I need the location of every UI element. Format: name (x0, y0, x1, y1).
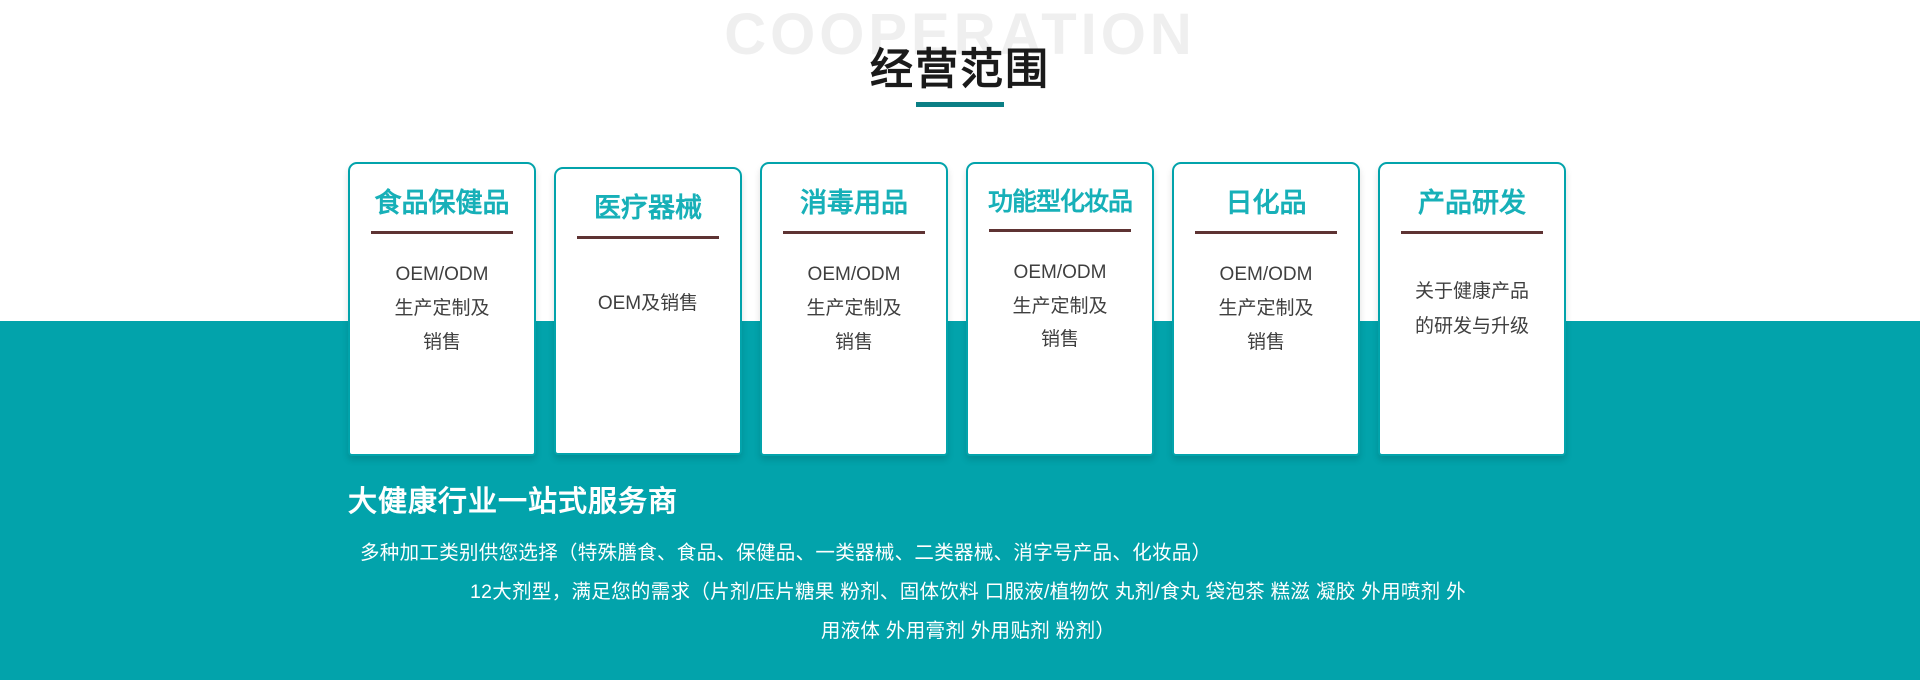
title-underline (916, 102, 1004, 108)
card-title: 产品研发 (1418, 188, 1526, 218)
scope-card-food-health[interactable]: 食品保健品 OEM/ODM 生产定制及 销售 (348, 162, 536, 456)
slogan-text: 大健康行业一站式服务商 (348, 486, 679, 518)
card-body-line: OEM及销售 (597, 293, 699, 315)
card-title: 日化品 (1225, 188, 1307, 218)
section-header: COOPERATION 经营范围 (0, 0, 1920, 150)
card-divider (577, 236, 719, 240)
card-body-line: OEM/ODM (1219, 264, 1313, 286)
card-body-line: OEM/ODM (1013, 261, 1107, 283)
scope-card-functional-cosmetics[interactable]: 功能型化妆品 OEM/ODM 生产定制及 销售 (966, 162, 1154, 456)
page-title-wrap: 经营范围 (0, 46, 1920, 108)
card-body: OEM/ODM 生产定制及 销售 (978, 256, 1142, 357)
page-title: 经营范围 (870, 46, 1050, 94)
card-body-line: OEM/ODM (395, 264, 489, 286)
watermark-text: COOPERATION (724, 2, 1196, 67)
card-body-line: 的研发与升级 (1414, 316, 1529, 338)
description-line: 用液体 外用膏剂 外用贴剂 粉剂） (820, 620, 1116, 643)
card-divider (1195, 231, 1337, 235)
card-divider (1401, 231, 1543, 235)
card-body-line: 关于健康产品 (1414, 281, 1529, 303)
card-title: 消毒用品 (800, 188, 908, 218)
card-body-line: OEM/ODM (807, 264, 901, 286)
card-title: 食品保健品 (374, 188, 510, 218)
scope-card-daily-chemicals[interactable]: 日化品 OEM/ODM 生产定制及 销售 (1172, 162, 1360, 456)
card-body: OEM/ODM 生产定制及 销售 (360, 258, 524, 359)
scope-cards-row: 食品保健品 OEM/ODM 生产定制及 销售 医疗器械 OEM及销售 消毒用品 … (348, 162, 1584, 462)
card-title: 医疗器械 (594, 193, 702, 223)
scope-card-product-rnd[interactable]: 产品研发 关于健康产品 的研发与升级 (1378, 162, 1566, 456)
card-title: 功能型化妆品 (987, 188, 1133, 216)
card-body: OEM/ODM 生产定制及 销售 (1184, 258, 1348, 359)
card-body-line: 销售 (1040, 329, 1079, 351)
card-body: 关于健康产品 的研发与升级 (1390, 274, 1554, 344)
card-body: OEM/ODM 生产定制及 销售 (772, 258, 936, 359)
description-line: 多种加工类别供您选择（特殊膳食、食品、保健品、一类器械、二类器械、消字号产品、化… (360, 542, 1212, 565)
scope-card-medical-devices[interactable]: 医疗器械 OEM及销售 (554, 167, 742, 455)
teal-background-band (0, 321, 1920, 680)
card-body-line: 生产定制及 (1012, 295, 1108, 317)
card-divider (783, 231, 925, 235)
card-divider (989, 228, 1131, 232)
card-body-line: 销售 (1246, 331, 1285, 353)
scope-card-disinfection[interactable]: 消毒用品 OEM/ODM 生产定制及 销售 (760, 162, 948, 456)
card-body-line: 生产定制及 (394, 297, 490, 319)
card-body-line: 销售 (422, 331, 461, 353)
bottom-copy-block: 大健康行业一站式服务商 多种加工类别供您选择（特殊膳食、食品、保健品、一类器械、… (348, 484, 1588, 651)
card-body-line: 生产定制及 (806, 297, 902, 319)
card-body-line: 生产定制及 (1218, 297, 1314, 319)
description-line: 12大剂型，满足您的需求（片剂/压片糖果 粉剂、固体饮料 口服液/植物饮 丸剂/… (470, 581, 1466, 604)
card-body: OEM及销售 (566, 287, 730, 321)
card-divider (371, 231, 513, 235)
card-body-line: 销售 (834, 331, 873, 353)
description-text: 多种加工类别供您选择（特殊膳食、食品、保健品、一类器械、二类器械、消字号产品、化… (348, 534, 1588, 651)
